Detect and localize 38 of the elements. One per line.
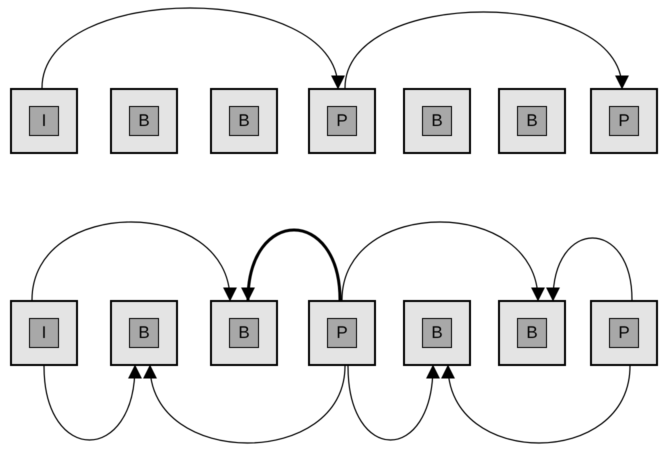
- frame-box: [10, 88, 78, 154]
- frame-type-label: I: [29, 318, 59, 348]
- frame-type-label: P: [609, 318, 639, 348]
- frame-box: [210, 300, 278, 366]
- arrow: [43, 364, 141, 440]
- arrow: [442, 364, 631, 444]
- frame-box: [308, 88, 376, 154]
- frame-box: [308, 300, 376, 366]
- frame-box: [498, 88, 566, 154]
- frame-box: [403, 300, 471, 366]
- arrow: [31, 222, 235, 302]
- frame-box: [590, 88, 658, 154]
- frame-type-label: B: [517, 106, 547, 136]
- arrow: [547, 238, 633, 302]
- arrow: [344, 12, 626, 90]
- frame-type-label: B: [229, 106, 259, 136]
- frame-type-label: B: [422, 318, 452, 348]
- arrow: [41, 8, 342, 90]
- arrow: [145, 364, 346, 444]
- arrow: [347, 364, 440, 440]
- frame-type-label: B: [129, 106, 159, 136]
- frame-type-label: I: [29, 106, 59, 136]
- frame-type-label: P: [327, 106, 357, 136]
- frame-box: [498, 300, 566, 366]
- frame-type-label: B: [229, 318, 259, 348]
- frame-box: [403, 88, 471, 154]
- frame-box: [110, 300, 178, 366]
- frame-type-label: P: [609, 106, 639, 136]
- frame-box: [110, 88, 178, 154]
- frame-type-label: B: [422, 106, 452, 136]
- frame-box: [590, 300, 658, 366]
- frame-box: [210, 88, 278, 154]
- frame-box: [10, 300, 78, 366]
- frame-type-label: B: [129, 318, 159, 348]
- frame-type-label: B: [517, 318, 547, 348]
- frame-type-label: P: [327, 318, 357, 348]
- arrow: [341, 222, 543, 302]
- arrow: [242, 228, 342, 302]
